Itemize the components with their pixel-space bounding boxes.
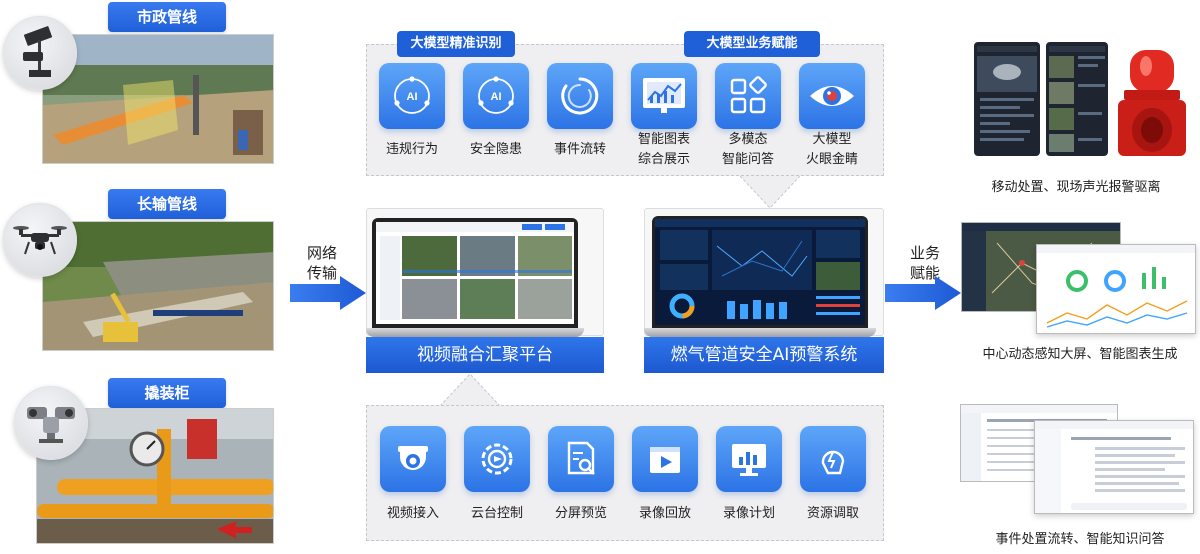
- tile-resource-call: [800, 426, 866, 492]
- tile-ptz-control: [464, 426, 530, 492]
- source-tag-skid: 撬装柜: [108, 378, 226, 408]
- source-tag-longline: 长输管线: [108, 189, 226, 219]
- video-function-panel: [366, 405, 884, 541]
- ai-system-base: [644, 328, 876, 337]
- top-connector: [740, 176, 800, 208]
- output-caption-event: 事件处置流转、智能知识问答: [995, 532, 1165, 547]
- output-caption-dashboard: 中心动态感知大屏、智能图表生成: [982, 347, 1178, 362]
- tile-label-eagle-eye-line1: 大模型: [812, 132, 852, 147]
- tile-violation: AI: [379, 63, 445, 129]
- tile-playback: [632, 426, 698, 492]
- chart-board-icon: [643, 78, 685, 113]
- longline-pipeline-photo: [42, 221, 274, 351]
- cctv-camera-icon: [14, 386, 88, 460]
- tile-video-access: [380, 426, 446, 492]
- dashboard-chart-screen: [1036, 244, 1196, 334]
- network-label: 网络 传输: [300, 243, 344, 283]
- knowledge-qa-window: [1034, 420, 1194, 514]
- bottom-connector: [440, 374, 500, 406]
- municipal-pipeline-photo: [42, 34, 274, 164]
- mobile-phone-1: [974, 42, 1040, 156]
- tile-label-record-plan: 录像计划: [722, 506, 775, 521]
- tile-split-preview: [548, 426, 614, 492]
- source-longline: 长输管线: [0, 185, 290, 355]
- tile-smart-chart: [631, 63, 697, 129]
- tile-event-flow: [547, 63, 613, 129]
- tile-label-resource-call: 资源调取: [806, 506, 859, 521]
- business-label-line1: 业务: [909, 244, 940, 262]
- eye-icon: [810, 86, 854, 106]
- multimodal-grid-icon: [730, 76, 767, 114]
- video-platform-base: [366, 328, 584, 337]
- tile-label-eagle-eye: 大模型 火眼金睛: [787, 130, 877, 170]
- output-caption-mobile: 移动处置、现场声光报警驱离: [991, 180, 1161, 195]
- ai-capability-panel: [366, 44, 884, 176]
- video-platform-title: 视频融合汇聚平台: [366, 337, 604, 373]
- tile-label-smart-chart: 智能图表 综合展示: [619, 130, 709, 170]
- video-play-icon: [650, 447, 680, 473]
- tile-record-plan: [716, 426, 782, 492]
- tile-label-multimodal-line1: 多模态: [728, 132, 768, 147]
- network-arrow: [290, 276, 366, 310]
- tile-label-eagle-eye-line2: 火眼金睛: [805, 152, 858, 167]
- tile-eagle-eye: [799, 63, 865, 129]
- network-label-line1: 网络: [306, 244, 337, 262]
- tile-label-event-flow: 事件流转: [535, 140, 625, 160]
- tile-label-video-access: 视频接入: [386, 506, 439, 521]
- tile-label-smart-chart-line2: 综合展示: [637, 152, 690, 167]
- svg-text:AI: AI: [407, 91, 418, 103]
- solar-camera-icon: [3, 16, 77, 90]
- source-tag-municipal: 市政管线: [108, 2, 226, 32]
- ai-system-title: 燃气管道安全AI预警系统: [644, 337, 884, 373]
- tile-label-multimodal: 多模态 智能问答: [703, 130, 793, 170]
- source-municipal: 市政管线: [0, 0, 290, 170]
- business-label-line2: 赋能: [909, 264, 940, 282]
- tag-precise-recognition: 大模型精准识别: [397, 31, 515, 57]
- ai-network-icon: AI: [394, 76, 430, 114]
- dome-camera-icon: [398, 446, 428, 470]
- source-skid: 撬装柜: [0, 372, 290, 552]
- sound-light-alarm: [1118, 50, 1186, 156]
- svg-text:AI: AI: [491, 91, 502, 103]
- ai-network-icon: AI: [478, 76, 514, 114]
- ptz-gear-icon: [481, 443, 513, 475]
- tile-label-hazard: 安全隐患: [451, 140, 541, 160]
- video-platform-screen: [372, 218, 578, 328]
- network-label-line2: 传输: [306, 264, 337, 282]
- tile-label-violation: 违规行为: [367, 140, 457, 160]
- tile-hazard: AI: [463, 63, 529, 129]
- tile-label-split-preview: 分屏预览: [554, 506, 607, 521]
- split-search-icon: [567, 441, 595, 475]
- tile-label-event-flow-line1: 事件流转: [553, 142, 606, 157]
- drone-icon: [3, 203, 77, 277]
- headset-person-icon: [821, 450, 845, 475]
- business-label: 业务 赋能: [903, 243, 947, 283]
- tile-label-smart-chart-line1: 智能图表: [637, 132, 690, 147]
- tile-label-violation-line1: 违规行为: [385, 142, 438, 157]
- tile-label-ptz-control: 云台控制: [470, 506, 523, 521]
- tile-label-multimodal-line2: 智能问答: [721, 152, 774, 167]
- tile-label-hazard-line1: 安全隐患: [469, 142, 522, 157]
- tile-label-playback: 录像回放: [638, 506, 691, 521]
- tile-multimodal: [715, 63, 781, 129]
- flow-circle-icon: [561, 77, 599, 115]
- tag-business-enablement: 大模型业务赋能: [684, 31, 820, 57]
- monitor-chart-icon: [732, 444, 766, 476]
- business-arrow: [885, 276, 961, 310]
- ai-system-screen: [652, 216, 868, 328]
- mobile-phone-2: [1046, 42, 1108, 156]
